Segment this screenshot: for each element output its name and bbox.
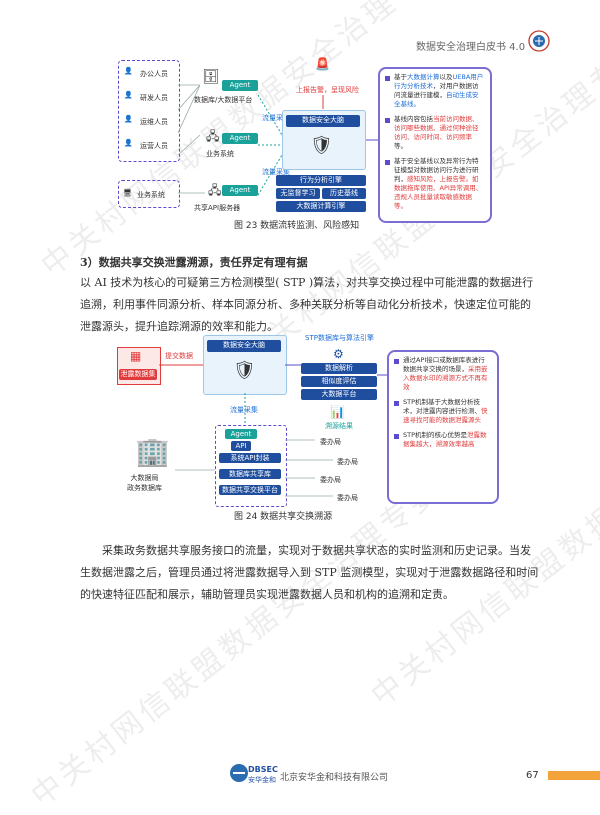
agent-badge: Agent (225, 429, 257, 439)
computer-icon: 🖥 (123, 189, 132, 197)
company-logo (228, 762, 258, 784)
logo-sub: 安华金和 (248, 776, 276, 784)
bureau-label: 委办局 (337, 494, 358, 502)
result-icon: 📊 (330, 405, 345, 419)
system-label: 业务系统 (137, 191, 165, 199)
trace-result-label: 溯源结果 (325, 422, 353, 430)
brain-icon: 🛡 (233, 360, 256, 381)
stp-title: STP数据库与算法引擎 (305, 334, 374, 342)
flow-collect-label: 流量采集 (262, 168, 290, 176)
header-title: 数据安全治理白皮书 4.0 (416, 42, 526, 53)
stp-item: 相似度评估 (301, 376, 377, 387)
user-icon: 👤 (124, 139, 133, 147)
engine-row: 历史基线 (322, 188, 366, 199)
panel-item: STP机制的核心优势是泄露数据集越大，溯源效率越高 (394, 431, 491, 449)
figure-23-caption: 图 23 数据流转监测、风险感知 (234, 221, 360, 231)
panel-item: 基于大数据计算以及UEBA用户行为分析技术，对用户数据访问流量进行建模，自动生成… (385, 73, 484, 108)
brain-icon: 🛡 (310, 135, 333, 156)
logo-icon (230, 764, 248, 782)
stp-item: 大数据平台 (301, 389, 377, 400)
figure-23: 👤 办公人员 👤 研发人员 👤 运维人员 👤 运营人员 🖥 业务系统 Agent… (110, 55, 492, 230)
agent-badge: Agent (222, 185, 258, 196)
bigdata-bureau-label: 大数据局 政务数据库 (127, 474, 162, 492)
exchange-item: 数据库共享库 (219, 469, 281, 479)
business-system-label: 业务系统 (206, 150, 234, 158)
network-icon: ⚙ (333, 347, 344, 361)
grid-icon: ▦ (130, 349, 142, 363)
seal-icon (528, 30, 550, 52)
flow-collect-label: 流量采集 (262, 114, 290, 122)
server-icon: 🖧 (206, 129, 220, 143)
user-icon: 👤 (124, 91, 133, 99)
building-icon: 🏢 (135, 435, 170, 468)
alarm-icon: 🚨 (315, 57, 330, 71)
section-paragraph: 以 AI 技术为核心的可疑第三方检测模型( STP )算法，对共享交换过程中可能… (80, 276, 534, 333)
user-icon: 👤 (124, 67, 133, 75)
figure-24-caption: 图 24 数据共享交换溯源 (234, 512, 333, 522)
bureau-label: 委办局 (337, 458, 358, 466)
brain-title: 数据安全大脑 (207, 340, 281, 352)
footer-accent-bar (548, 771, 600, 780)
api-badge: API (231, 441, 251, 451)
section-heading: 3）数据共享交换泄露溯源，责任界定有理有据 (80, 256, 308, 269)
system-group (118, 180, 180, 208)
user-label: 运营人员 (140, 142, 168, 150)
flow-collect-label: 流量采集 (230, 406, 258, 414)
figure-23-connectors (177, 84, 380, 196)
exchange-item: 数据共享交换平台 (219, 485, 281, 495)
panel-item: STP机制基于大数据分析技术，对泄露内容进行检测、快速寻找可能的数据泄露源头 (394, 398, 491, 425)
engine-row: 行为分析引擎 (276, 175, 366, 186)
brain-title: 数据安全大脑 (286, 115, 360, 127)
agent-badge: Agent (222, 133, 258, 144)
submit-label: 提交数据 (165, 352, 193, 360)
closing-paragraph: 采集政务数据共享服务接口的流量，实现对于数据共享状态的实时监测和历史记录。当发生… (80, 544, 539, 601)
user-label: 运维人员 (140, 118, 168, 126)
stp-item: 数据解析 (301, 363, 377, 374)
bureau-label: 委办局 (320, 438, 341, 446)
leak-data-label: 泄露数据集 (119, 369, 157, 380)
figure-24-panel: 通过API接口或数据库表进行数据共享交换的场景，采用嵌入数据水印的溯源方式不再有… (387, 350, 499, 504)
engine-row: 大数据计算引擎 (276, 201, 366, 212)
figure-23-panel: 基于大数据计算以及UEBA用户行为分析技术，对用户数据访问流量进行建模，自动生成… (378, 67, 492, 223)
footer-company: 北京安华金和科技有限公司 (280, 773, 389, 783)
report-label: 上报告警，呈现风险 (296, 86, 359, 94)
panel-item: 通过API接口或数据库表进行数据共享交换的场景，采用嵌入数据水印的溯源方式不再有… (394, 356, 491, 392)
database-icon: 🗄 (202, 69, 220, 85)
agent-badge: Agent (222, 80, 258, 91)
exchange-box (215, 425, 287, 507)
bureau-label: 委办局 (320, 476, 341, 484)
page-number: 67 (526, 770, 539, 781)
panel-item: 基线内容包括当前访问数据、访问哪些数据、通过何种途径访问、访问时间、访问频率等。 (385, 115, 484, 151)
user-icon: 👤 (124, 115, 133, 123)
db-platform-label: 数据库/大数据平台 (194, 96, 253, 104)
figure-24: ▦ 泄露数据集 提交数据 数据安全大脑 🛡 STP数据库与算法引擎 ⚙ 数据解析… (115, 334, 499, 515)
logo-text: DBSEC (248, 765, 278, 774)
server-icon: 🖧 (208, 183, 222, 197)
panel-item: 基于安全基线以及异常行为特征模型对数据访问行为进行研判，感知风险，上报告警。如数… (385, 157, 483, 210)
figure-24-connectors (159, 364, 387, 497)
api-server-label: 共享API服务器 (194, 204, 241, 212)
user-group (118, 60, 180, 162)
engine-row: 无监督学习 (276, 188, 320, 199)
exchange-item: 系统API封装 (219, 453, 281, 463)
user-label: 研发人员 (140, 94, 168, 102)
user-label: 办公人员 (140, 70, 168, 78)
